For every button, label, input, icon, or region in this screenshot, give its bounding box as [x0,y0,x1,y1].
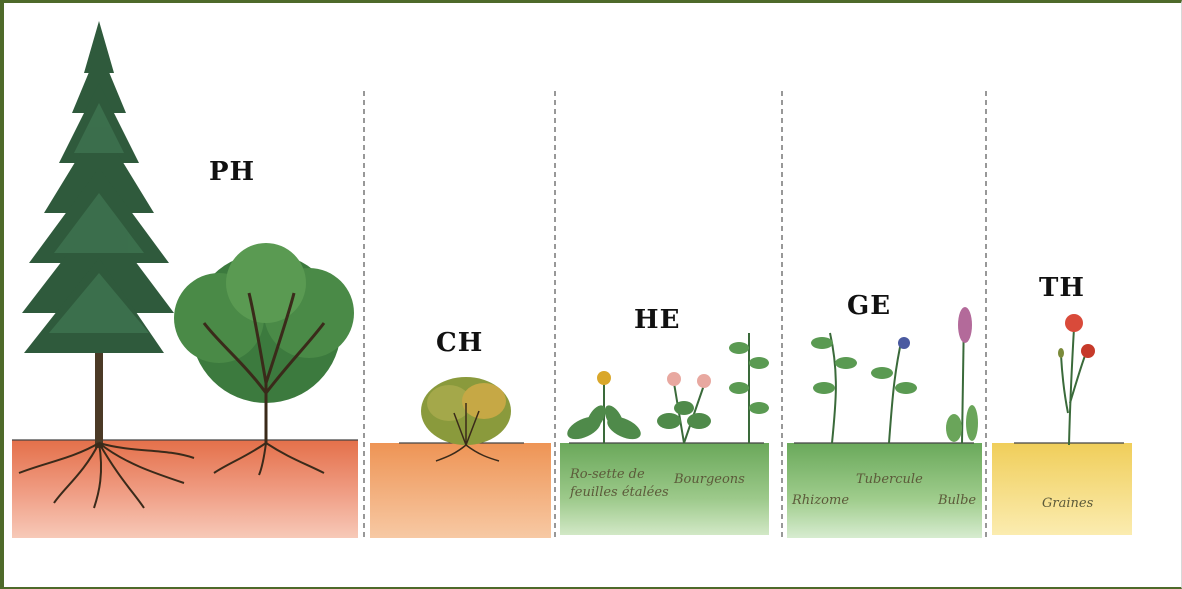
note-rosette: Ro-sette de feuilles étalées [570,466,680,502]
life-form-code-ge: GE [847,291,891,321]
note-bulb: Bulbe [938,492,976,510]
poppy-plant-icon [1058,314,1095,445]
soil-band-ch [370,443,551,538]
life-form-code-ch: CH [436,328,483,358]
note-rhizome: Rhizome [792,492,849,510]
note-buds: Bourgeons [674,471,745,489]
budding-herb-icon [729,333,769,443]
note-seeds: Graines [1042,495,1093,513]
rosette-plant-icon [564,371,644,444]
note-tuber: Tubercule [856,471,923,489]
bulb-orchid-icon [946,307,978,443]
life-form-code-th: TH [1039,273,1085,303]
rhizome-plant-icon [811,333,857,443]
life-form-code-he: HE [634,305,680,335]
tuber-plant-icon [871,337,917,443]
daisy-plant-icon [657,372,711,443]
soil-band-th [992,443,1132,535]
conifer-tree-icon [19,21,194,508]
soil-band-ge [787,443,982,538]
life-form-code-ph: PH [209,157,255,187]
